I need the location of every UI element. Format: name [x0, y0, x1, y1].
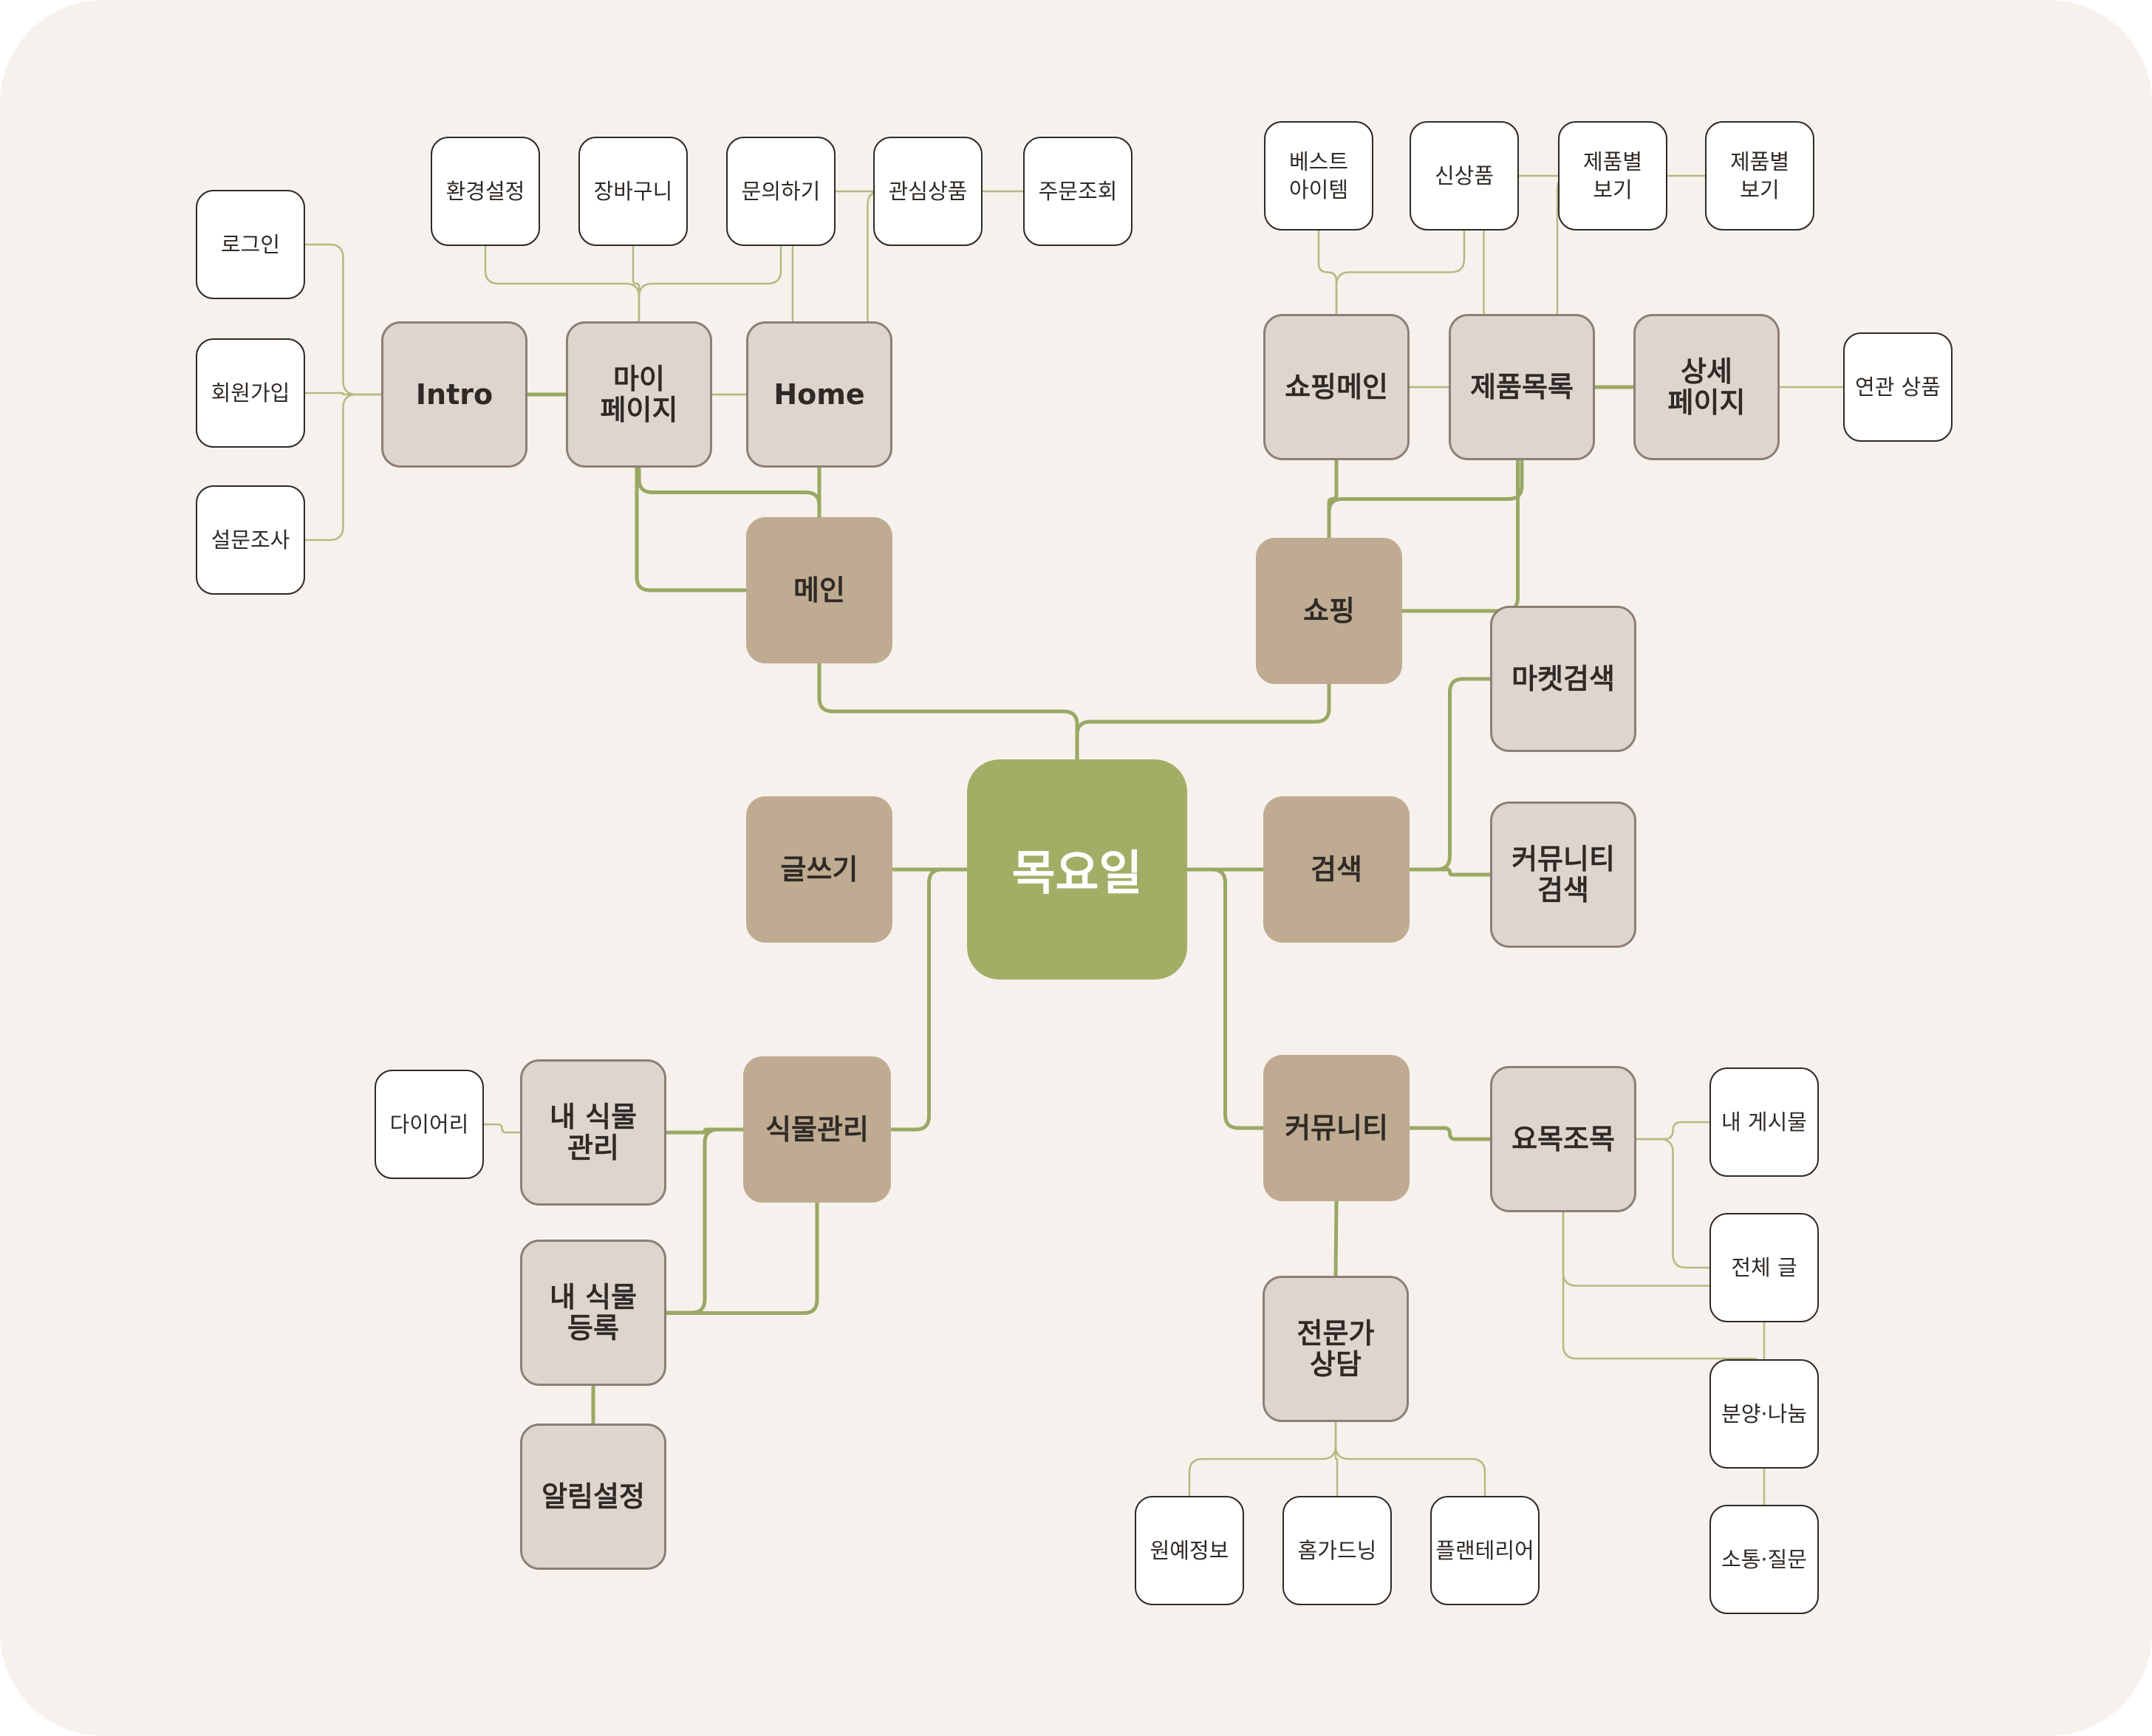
node-alarm-settings[interactable]: 알림설정: [520, 1424, 666, 1570]
connector-shopmain-newitem: [1335, 229, 1466, 315]
node-orders[interactable]: 주문조회: [1023, 137, 1133, 246]
node-plant[interactable]: 식물관리: [743, 1056, 891, 1203]
node-center[interactable]: 목요일: [967, 759, 1187, 980]
connector-yomok-allposts: [1635, 1138, 1711, 1269]
node-by-product-2[interactable]: 제품별 보기: [1705, 121, 1814, 230]
connector-myplant-diary: [482, 1123, 522, 1134]
connector-shopmain-best: [1317, 229, 1338, 315]
node-shop[interactable]: 쇼핑: [1256, 538, 1402, 684]
node-write[interactable]: 글쓰기: [746, 796, 892, 943]
node-market-search[interactable]: 마켓검색: [1490, 606, 1636, 752]
node-product-list[interactable]: 제품목록: [1449, 314, 1595, 460]
connector-plant-myplant: [664, 1127, 745, 1135]
connector-center-plant: [889, 867, 969, 1132]
node-my-plant[interactable]: 내 식물 관리: [520, 1059, 666, 1206]
connector-center-main: [817, 661, 1079, 762]
node-diary[interactable]: 다이어리: [375, 1070, 484, 1179]
node-plant-register[interactable]: 내 식물 등록: [520, 1240, 666, 1386]
node-new-item[interactable]: 신상품: [1410, 121, 1519, 230]
node-settings[interactable]: 환경설정: [431, 137, 540, 246]
connector-intro-signup: [304, 392, 383, 396]
node-home-gardening[interactable]: 홈가드닝: [1282, 1496, 1392, 1605]
node-all-posts[interactable]: 전체 글: [1709, 1213, 1819, 1322]
node-mypage[interactable]: 마이 페이지: [566, 321, 712, 468]
connector-shop-shopmain: [1327, 458, 1339, 540]
node-intro[interactable]: Intro: [381, 321, 527, 468]
node-login[interactable]: 로그인: [196, 190, 305, 299]
node-qna[interactable]: 소통·질문: [1709, 1505, 1819, 1614]
connector-community-yomok: [1407, 1126, 1492, 1141]
node-planterior[interactable]: 플랜테리어: [1430, 1496, 1540, 1605]
node-community-search[interactable]: 커뮤니티 검색: [1490, 802, 1636, 948]
node-share[interactable]: 분양·나눔: [1709, 1359, 1819, 1469]
node-community[interactable]: 커뮤니티: [1263, 1055, 1410, 1201]
node-wishlist[interactable]: 관심상품: [873, 137, 983, 246]
node-yomok[interactable]: 요목조목: [1490, 1066, 1636, 1212]
node-best-item[interactable]: 베스트 아이템: [1264, 121, 1373, 230]
connector-intro-survey: [304, 393, 383, 541]
node-main[interactable]: 메인: [746, 517, 892, 663]
node-home[interactable]: Home: [746, 321, 892, 468]
connector-expert-planterior: [1334, 1421, 1486, 1497]
connector-yomok-myposts: [1635, 1121, 1711, 1141]
connector-center-community: [1185, 867, 1265, 1130]
node-related-products[interactable]: 연관 상품: [1843, 332, 1953, 442]
node-garden-info[interactable]: 원예정보: [1135, 1496, 1244, 1605]
node-cart[interactable]: 장바구니: [578, 137, 688, 246]
node-survey[interactable]: 설문조사: [196, 485, 305, 595]
connector-shop-productlist: [1327, 458, 1524, 540]
connector-center-shop: [1075, 682, 1331, 762]
node-expert[interactable]: 전문가 상담: [1263, 1276, 1409, 1422]
connector-search-communitysearch: [1407, 867, 1492, 877]
node-inquiry[interactable]: 문의하기: [726, 137, 836, 246]
connector-mypage-cart: [632, 245, 641, 323]
node-signup[interactable]: 회원가입: [196, 338, 305, 448]
node-by-product-1[interactable]: 제품별 보기: [1558, 121, 1667, 230]
node-shop-main[interactable]: 쇼핑메인: [1263, 314, 1410, 460]
connector-expert-homegarden: [1334, 1421, 1339, 1497]
node-search[interactable]: 검색: [1263, 796, 1410, 943]
connector-mypage-inquiry: [638, 245, 782, 323]
node-my-posts[interactable]: 내 게시물: [1709, 1067, 1819, 1177]
node-detail-page[interactable]: 상세 페이지: [1633, 314, 1780, 460]
